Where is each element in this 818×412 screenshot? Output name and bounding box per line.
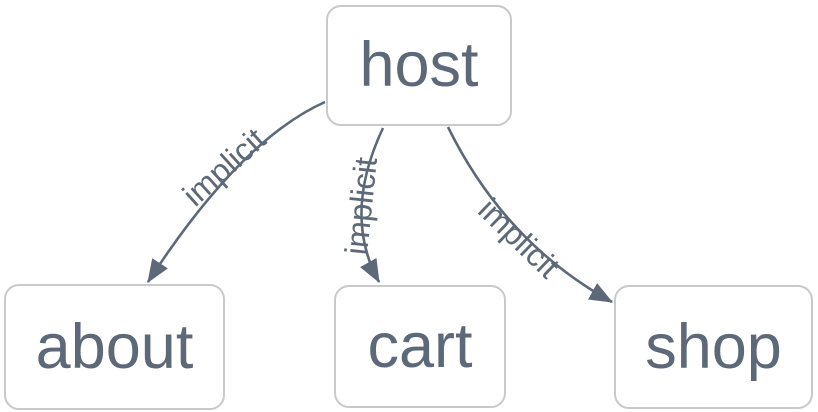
- node-cart-label: cart: [367, 311, 473, 381]
- node-host-label: host: [359, 30, 479, 100]
- node-shop-label: shop: [645, 311, 782, 382]
- edge-host-shop[interactable]: [446, 126, 614, 304]
- edge-host-cart[interactable]: [360, 127, 385, 284]
- node-shop[interactable]: shop: [614, 285, 813, 409]
- node-host[interactable]: host: [326, 5, 512, 126]
- node-cart[interactable]: cart: [334, 285, 506, 408]
- edge-host-about[interactable]: [146, 100, 326, 283]
- node-about[interactable]: about: [4, 284, 225, 410]
- edge-label-host-shop: implicit: [471, 191, 566, 285]
- edge-label-host-about: implicit: [176, 121, 273, 213]
- node-about-label: about: [35, 311, 194, 382]
